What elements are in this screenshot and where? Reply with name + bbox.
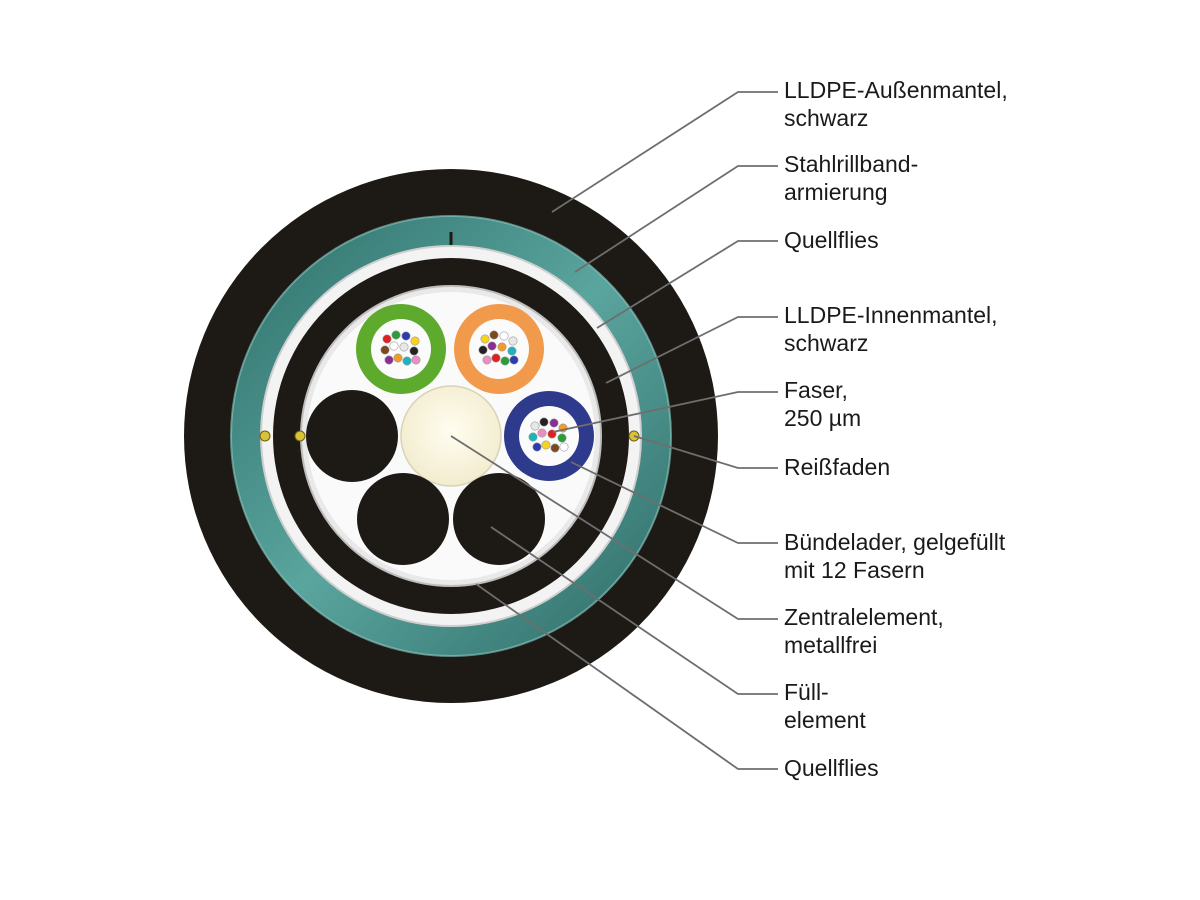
leader-filler bbox=[490, 526, 778, 695]
filler-element-bottom-right bbox=[453, 473, 545, 565]
loose-tube-orange bbox=[454, 304, 544, 394]
fiber bbox=[491, 353, 501, 363]
label-ripcord: Reißfaden bbox=[784, 454, 891, 480]
leader-loose-tube bbox=[570, 461, 778, 544]
fiber bbox=[507, 346, 517, 356]
fiber bbox=[557, 433, 567, 443]
filler-element-bottom-left bbox=[357, 473, 449, 565]
fiber bbox=[487, 341, 497, 351]
fiber bbox=[559, 442, 569, 452]
leader-swell-fleece-inner bbox=[475, 583, 778, 770]
label-steel-armour: Stahlrillband-armierung bbox=[784, 151, 919, 205]
label-central-member: Zentralelement,metallfrei bbox=[784, 604, 944, 658]
fiber bbox=[497, 342, 507, 352]
label-fiber: Faser,250 µm bbox=[784, 377, 862, 431]
filler-element-left bbox=[306, 390, 398, 482]
fiber bbox=[530, 421, 540, 431]
leader-swell-fleece-outer bbox=[596, 240, 778, 329]
fiber bbox=[528, 432, 538, 442]
fiber bbox=[489, 330, 499, 340]
fiber bbox=[541, 440, 551, 450]
label-swell-fleece-outer: Quellflies bbox=[784, 227, 879, 253]
fiber bbox=[401, 331, 411, 341]
fiber bbox=[393, 353, 403, 363]
fiber bbox=[384, 355, 394, 365]
leader-outer-jacket bbox=[551, 91, 778, 213]
fiber bbox=[478, 345, 488, 355]
fiber bbox=[500, 356, 510, 366]
leader-central-member bbox=[450, 435, 778, 620]
fiber bbox=[399, 342, 409, 352]
label-filler: Füll-element bbox=[784, 679, 866, 733]
fiber bbox=[402, 356, 412, 366]
leader-inner-jacket bbox=[605, 316, 778, 384]
fiber bbox=[509, 355, 519, 365]
fiber bbox=[389, 341, 399, 351]
fiber bbox=[499, 331, 509, 341]
fiber bbox=[410, 336, 420, 346]
fiber bbox=[411, 355, 421, 365]
fiber bbox=[537, 428, 547, 438]
fiber bbox=[382, 334, 392, 344]
fiber bbox=[409, 346, 419, 356]
label-swell-fleece-inner: Quellflies bbox=[784, 755, 879, 781]
fiber bbox=[480, 334, 490, 344]
leader-steel-armour bbox=[574, 165, 778, 273]
leader-fiber bbox=[552, 391, 778, 433]
loose-tube-green bbox=[356, 304, 446, 394]
fiber bbox=[550, 443, 560, 453]
fiber bbox=[508, 336, 518, 346]
fiber bbox=[549, 418, 559, 428]
loose-tube-blue bbox=[504, 391, 594, 481]
ripcord-left-outer bbox=[259, 430, 271, 442]
ripcord-left-inner bbox=[294, 430, 306, 442]
leader-lines bbox=[450, 91, 778, 770]
fiber bbox=[482, 355, 492, 365]
leader-ripcord bbox=[633, 435, 778, 469]
label-inner-jacket: LLDPE-Innenmantel,schwarz bbox=[784, 302, 998, 356]
fiber bbox=[391, 330, 401, 340]
fiber bbox=[532, 442, 542, 452]
fiber bbox=[539, 417, 549, 427]
label-outer-jacket: LLDPE-Außenmantel,schwarz bbox=[784, 77, 1008, 131]
fiber bbox=[380, 345, 390, 355]
